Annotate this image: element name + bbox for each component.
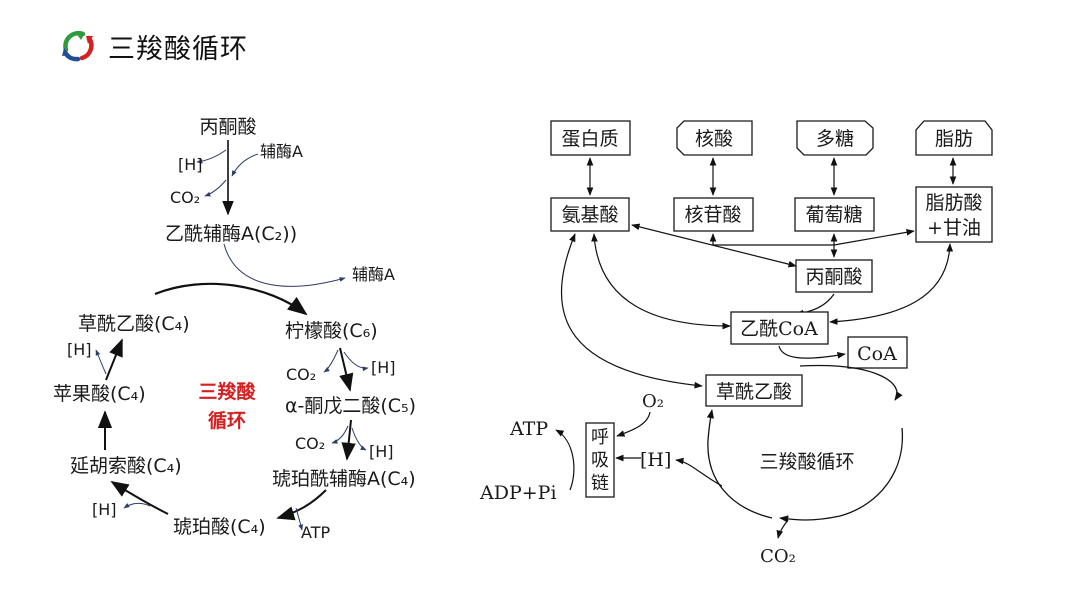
h-release-arrow: [196, 149, 227, 164]
protein-box: [550, 120, 631, 156]
h-label: [H]: [92, 500, 117, 519]
o2-label: O₂: [642, 391, 664, 412]
fat-box: [915, 120, 993, 156]
respiratory-chain-char: 链: [591, 473, 609, 494]
cycle-logo-icon: [62, 30, 94, 62]
nucleotide-label: 核苷酸: [684, 204, 741, 226]
cycle-center-label: 循环: [208, 409, 246, 432]
cycle-arc-right: [779, 427, 904, 523]
succinate-to-fumarate-arrow: [110, 481, 169, 515]
oxaloacetate-label: 草酰乙酸(C₄): [78, 313, 190, 335]
nucleotide-link-arrow: [709, 233, 834, 246]
cycle-center-label: 三羧酸: [198, 380, 256, 403]
h-release-arrow: [343, 351, 369, 372]
aminoacid-oxaloacetate-arrow: [560, 233, 703, 389]
malate-to-oxaloacetate-arrow: [105, 338, 123, 381]
co2-label: CO₂: [760, 546, 796, 567]
h-label: [H]: [640, 449, 671, 471]
page-title: 三羧酸循环: [108, 33, 248, 65]
oxaloacetate-box: [705, 374, 803, 407]
nucleic-acid-label: 核酸: [695, 128, 733, 150]
adp-pi-label: ADP+Pi: [479, 482, 557, 504]
amino-acid-label: 氨基酸: [561, 204, 618, 226]
succinylcoa-to-succinate-arrow: [276, 489, 327, 521]
coa-input-arrow: [231, 153, 259, 177]
fatty-acid-label: 脂肪酸: [925, 192, 982, 214]
coa-release-arrow: [223, 243, 346, 287]
coa-label: CoA: [857, 343, 897, 365]
polysaccharide-label: 多糖: [816, 128, 854, 150]
aminoacid-acetylcoa-arrow: [591, 233, 731, 330]
h-from-cycle-arrow: [675, 457, 723, 487]
fatty-acid-glycerol-box: [915, 186, 993, 243]
o2-input-arrow: [616, 411, 651, 437]
malate-label: 苹果酸(C₄): [53, 383, 146, 405]
citrate-label: 柠檬酸(C₆): [285, 320, 378, 342]
slide-header: 三羧酸循环: [56, 24, 248, 68]
oxaloacetate-to-citrate-arrow: [154, 282, 308, 316]
h-label: [H]: [178, 155, 203, 174]
coa-label: 辅酶A: [260, 142, 303, 161]
acetyl-coa-label: 乙酰辅酶A(C₂)): [165, 223, 297, 245]
pyruvate-label: 丙酮酸: [199, 116, 256, 138]
coa-label: 辅酶A: [352, 265, 395, 284]
atp-label: ATP: [509, 418, 548, 440]
cycle-arc-top: [799, 364, 903, 401]
adp-to-atp-arrow: [555, 429, 575, 491]
succinate-label: 琥珀酸(C₄): [173, 516, 266, 538]
glucose-label: 葡萄糖: [805, 204, 862, 226]
fumarate-label: 延胡索酸(C₄): [70, 455, 182, 477]
co2-label: CO₂: [170, 188, 200, 207]
atp-label: ATP: [301, 523, 330, 542]
glycerol-link-arrow: [833, 228, 915, 246]
acetyl-coa-box: [730, 311, 829, 345]
h-label: [H]: [67, 340, 92, 359]
glycerol-label: +甘油: [927, 217, 981, 239]
h-label: [H]: [369, 442, 394, 461]
co2-label: CO₂: [295, 434, 325, 453]
co2-output-arrow: [776, 519, 789, 539]
atp-output-arrow: [295, 507, 304, 531]
pyruvate-acetylcoa-arrow: [795, 293, 835, 317]
h-label: [H]: [371, 358, 396, 377]
coa-release-arrow: [778, 345, 846, 359]
respiratory-chain-box: [585, 422, 615, 498]
co2-label: CO₂: [286, 365, 316, 384]
coa-box: [847, 336, 908, 369]
co2-release-arrow: [204, 179, 227, 197]
akg-to-succinylcoa-arrow: [341, 419, 356, 461]
succinyl-coa-label: 琥珀酰辅酶A(C₄): [272, 468, 416, 490]
pyruvate-label: 丙酮酸: [805, 266, 862, 288]
amino-acid-box: [550, 197, 630, 232]
oxaloacetate-label: 草酰乙酸: [716, 381, 792, 403]
h-release-arrow: [95, 349, 107, 375]
cycle-center-label: 三羧酸循环: [759, 451, 854, 473]
fat-label: 脂肪: [935, 128, 973, 150]
h-release-arrow: [351, 427, 367, 451]
left-cycle-diagram: 丙酮酸 [H] 辅酶A CO₂ 乙酰辅酶A(C₂)) 辅酶A 柠檬酸(C₆) C…: [53, 116, 416, 542]
polysaccharide-box: [796, 120, 874, 156]
alpha-ketoglutarate-label: α-酮戊二酸(C₅): [285, 395, 416, 417]
citrate-to-akg-arrow: [339, 347, 354, 392]
respiratory-chain-char: 吸: [591, 450, 609, 471]
fattyacid-acetylcoa-arrow: [829, 243, 954, 325]
acetyl-coa-label: 乙酰CoA: [740, 318, 818, 340]
glucose-box: [794, 197, 875, 232]
respiratory-chain-char: 呼: [591, 427, 609, 448]
h-release-arrow: [123, 502, 151, 509]
protein-label: 蛋白质: [561, 128, 618, 150]
co2-release-arrow: [323, 349, 339, 373]
nucleic-acid-box: [676, 120, 753, 156]
right-network-diagram: 蛋白质 核酸 多糖 脂肪 氨基酸 核苷酸 葡萄糖 脂肪酸 +甘油 丙酮酸: [479, 120, 993, 567]
co2-release-arrow: [331, 425, 349, 444]
cycle-arc-left: [706, 409, 773, 519]
